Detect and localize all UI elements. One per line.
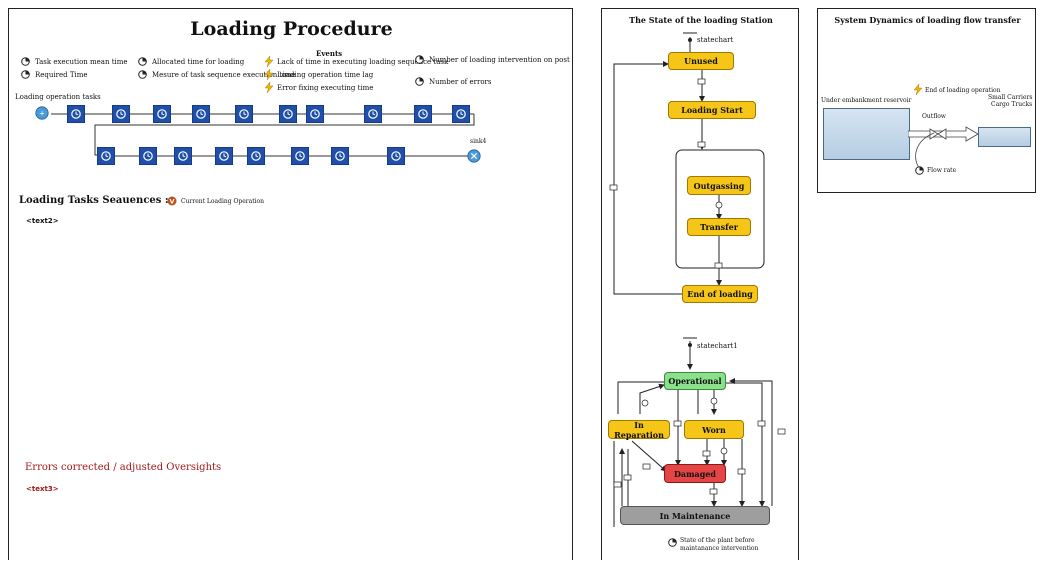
clock-icon [915,166,924,175]
legend-label: Task execution mean time [35,58,128,66]
state-unused[interactable]: Unused [668,52,734,70]
station-state-panel: The State of the loading Station [601,8,799,560]
task-block-15[interactable] [246,146,266,169]
state-damaged[interactable]: Damaged [664,464,726,483]
statechart-label: statechart [697,36,734,44]
sink-label: sink4 [470,138,487,145]
svg-text:V: V [169,198,174,206]
flow-rate-label: Flow rate [927,167,957,174]
variable-icon: V [167,196,177,206]
system-dynamics-panel: System Dynamics of loading flow transfer… [817,8,1036,193]
state-worn[interactable]: Worn [684,420,744,439]
clock-icon [138,57,147,66]
legend-label: Mesure of task sequence execution time [152,71,296,79]
station-panel-title: The State of the loading Station [629,15,773,25]
task-block-1[interactable] [66,104,86,127]
loading-procedure-panel: Loading Procedure Task execution mean ti… [8,8,573,560]
lightning-icon [265,82,273,93]
lightning-icon [265,56,273,67]
task-block-14[interactable] [214,146,234,169]
legend-label: Number of errors [429,78,492,86]
dynamics-panel-title: System Dynamics of loading flow transfer [834,15,1021,25]
task-block-5[interactable] [234,104,254,127]
outflow-label: Outflow [922,113,946,120]
sequences-label: Loading Tasks Seauences : [19,195,169,206]
state-loading-start[interactable]: Loading Start [668,101,756,119]
statechart1-label: statechart1 [697,342,738,350]
task-block-6[interactable] [278,104,298,127]
state-end-of-loading[interactable]: End of loading [682,285,758,303]
state-transfer[interactable]: Transfer [687,218,751,236]
text2-placeholder: <text2> [26,217,59,225]
lightning-icon [265,69,273,80]
task-block-13[interactable] [173,146,193,169]
clock-icon [21,57,30,66]
task-block-8[interactable] [363,104,383,127]
task-block-10[interactable] [451,104,471,127]
legend-label: Allocated time for loading [152,58,245,66]
svg-text:+: + [39,110,45,118]
state-in-reparation[interactable]: In Reparation [608,420,670,440]
carriers-label-1: Small Carriers [988,94,1033,101]
task-block-2[interactable] [111,104,131,127]
text3-placeholder: <text3> [26,485,59,493]
errors-label: Errors corrected / adjusted Oversights [25,462,222,473]
task-block-4[interactable] [191,104,211,127]
task-block-12[interactable] [138,146,158,169]
stock-reservoir[interactable] [823,108,910,160]
event-label: Error fixing executing time [277,84,374,92]
tasks-label: Loading operation tasks [15,93,101,101]
clock-icon [138,70,147,79]
task-block-9[interactable] [413,104,433,127]
task-block-3[interactable] [152,104,172,127]
event-end-label: End of loading operation [925,87,1001,94]
task-block-17[interactable] [330,146,350,169]
clock-icon [415,55,424,64]
clock-icon [21,70,30,79]
panel-title: Loading Procedure [190,18,393,40]
carriers-label-2: Cargo Trucks [991,101,1033,108]
plant-state-label-2: maintanance intervention [680,545,759,552]
plant-state-label-1: State of the plant before [680,537,755,544]
outflow-valve[interactable] [908,121,980,147]
event-label: Lack of time in executing loading sequen… [277,58,449,66]
task-block-18[interactable] [386,146,406,169]
legend-label: Number of loading intervention on post [429,56,570,64]
source-node[interactable]: + [35,106,49,120]
clock-icon [668,538,677,547]
lightning-icon [914,84,922,95]
flow-link [915,132,935,170]
reservoir-label: Under embankment reservoir [821,97,912,104]
event-label: Loading operation time lag [277,71,374,79]
sink-node[interactable] [467,149,481,163]
task-block-11[interactable] [96,146,116,169]
state-in-maintenance[interactable]: In Maintenance [620,506,770,525]
clock-icon [415,77,424,86]
events-header: Events [316,49,343,58]
task-block-16[interactable] [290,146,310,169]
state-operational[interactable]: Operational [664,372,726,390]
legend-label: Required Time [35,71,88,79]
current-op-label: Current Loading Operation [181,198,265,205]
task-block-7[interactable] [305,104,325,127]
state-outgassing[interactable]: Outgassing [687,176,751,195]
stock-carriers[interactable] [978,127,1031,147]
